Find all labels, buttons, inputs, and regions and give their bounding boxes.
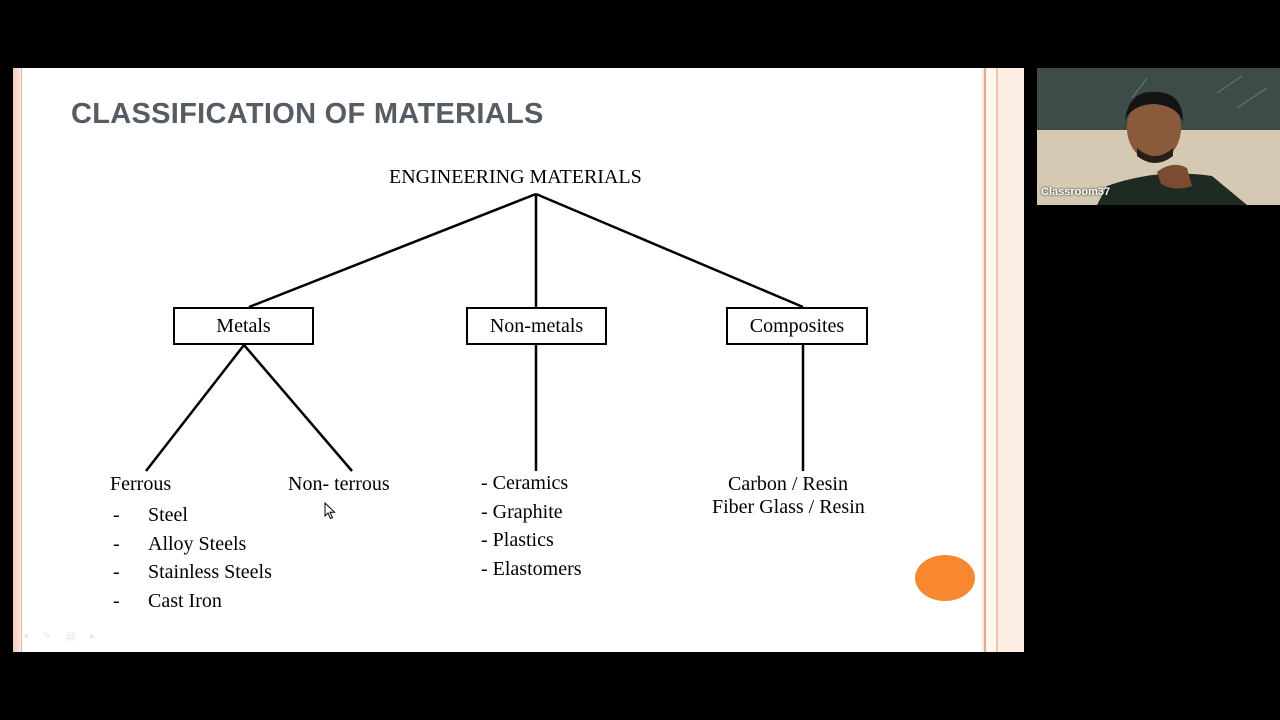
ferrous-item: Stainless Steels (148, 561, 272, 583)
ferrous-item: Steel (148, 504, 188, 526)
participant-name-label: Classroom37 (1041, 186, 1111, 198)
non-metals-item: - Elastomers (481, 558, 582, 580)
slide-left-border (13, 68, 22, 652)
participant-video-feed (1037, 68, 1280, 205)
ferrous-bullet: - (113, 533, 120, 555)
composites-item: Carbon / Resin (728, 473, 848, 495)
orange-dot-marker (915, 555, 975, 601)
mouse-pointer-icon (324, 502, 336, 520)
ferrous-bullet: - (113, 504, 120, 526)
tree-connector-lines (145, 192, 805, 472)
non-metals-node: Non-metals (466, 307, 607, 345)
non-ferrous-label: Non- terrous (288, 473, 390, 495)
non-metals-item: - Ceramics (481, 472, 569, 494)
ferrous-label: Ferrous (110, 473, 172, 495)
root-node-label: ENGINEERING MATERIALS (389, 166, 642, 188)
composites-item: Fiber Glass / Resin (712, 496, 865, 518)
ferrous-bullet: - (113, 590, 120, 612)
composites-node: Composites (726, 307, 868, 345)
slide-right-border (982, 68, 1024, 652)
non-metals-item: - Plastics (481, 529, 554, 551)
slideshow-toolbar[interactable]: ◂ ✎ ▤ ▸ (23, 631, 102, 642)
slide-title: CLASSIFICATION OF MATERIALS (71, 98, 544, 130)
participant-video-tile[interactable]: Classroom37 (1037, 68, 1280, 205)
ferrous-item: Cast Iron (148, 590, 222, 612)
presentation-slide: CLASSIFICATION OF MATERIALS ENGINEERING … (13, 68, 1024, 652)
metals-node: Metals (173, 307, 314, 345)
ferrous-bullet: - (113, 561, 120, 583)
ferrous-item: Alloy Steels (148, 533, 247, 555)
non-metals-item: - Graphite (481, 501, 563, 523)
